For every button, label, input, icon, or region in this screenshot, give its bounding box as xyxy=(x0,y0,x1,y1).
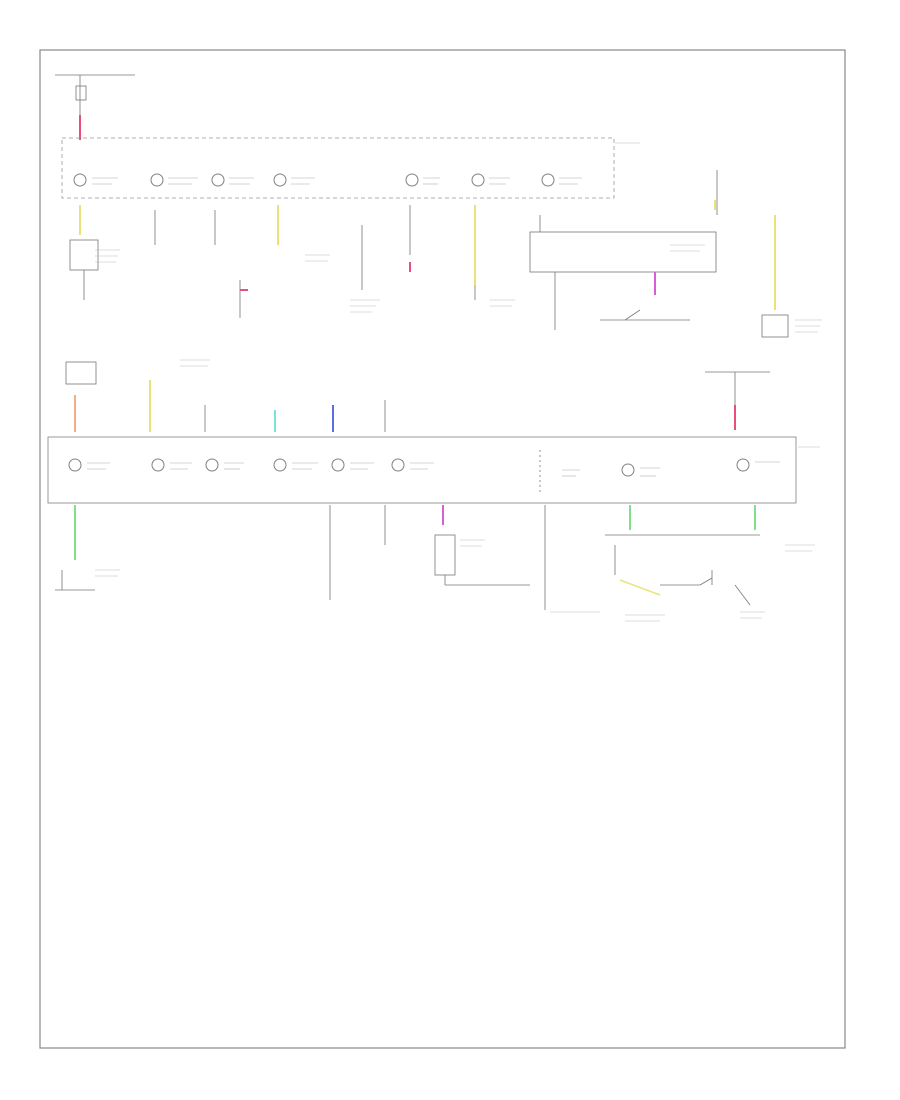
bulb-icon xyxy=(205,458,219,472)
upper-section xyxy=(55,74,789,338)
upper-bulbs xyxy=(73,173,555,187)
lower-bulbs xyxy=(68,458,750,477)
bulb-icon xyxy=(391,458,405,472)
module-box xyxy=(529,231,717,273)
bulb-icon xyxy=(736,458,750,472)
bulb-icon xyxy=(68,458,82,472)
bulb-icon xyxy=(273,458,287,472)
bulb-icon xyxy=(541,173,555,187)
bulb-icon xyxy=(331,458,345,472)
lower-cluster-box xyxy=(47,436,797,504)
lower-section xyxy=(47,361,797,610)
bulb-icon xyxy=(211,173,225,187)
bulb-icon xyxy=(621,463,635,477)
bulb-icon xyxy=(150,173,164,187)
bulb-icon xyxy=(273,173,287,187)
bulb-icon xyxy=(471,173,485,187)
bulb-icon xyxy=(405,173,419,187)
annotation-scribbles xyxy=(95,142,822,622)
page-frame xyxy=(39,49,846,1049)
bulb-icon xyxy=(73,173,87,187)
upper-cluster-box xyxy=(61,137,615,199)
bulb-icon xyxy=(151,458,165,472)
